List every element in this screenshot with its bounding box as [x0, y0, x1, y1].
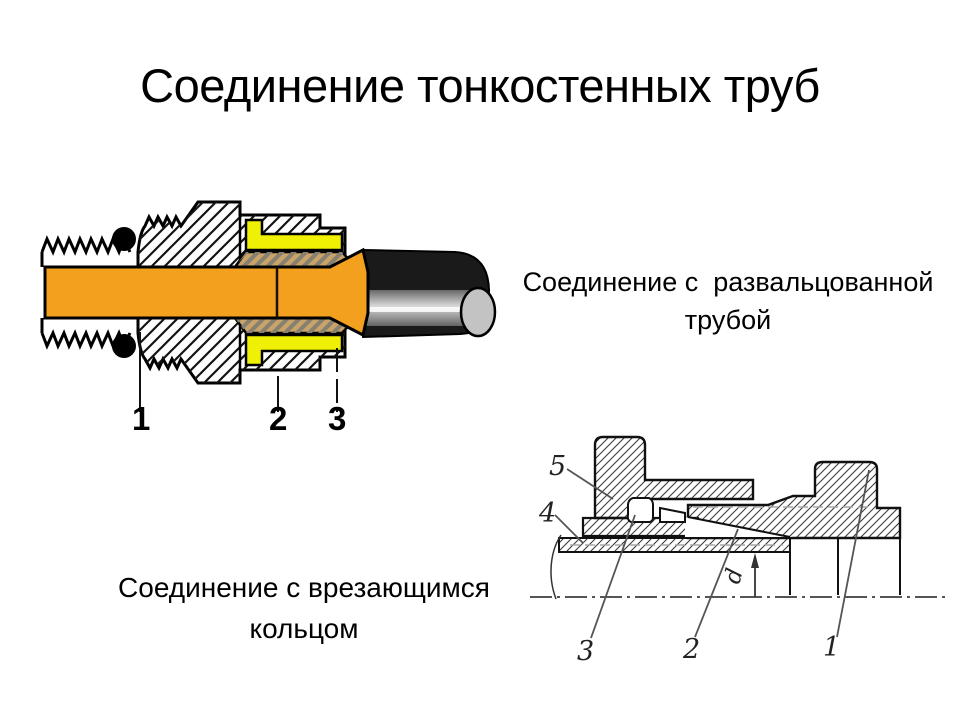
flare-sleeve — [232, 250, 359, 335]
page-title: Соединение тонкостенных труб — [140, 59, 820, 112]
leader-lines-2 — [554, 468, 870, 639]
flared-connection-diagram: 1 2 3 — [40, 200, 497, 437]
dimension-arrowhead — [751, 553, 759, 568]
flared-tube — [43, 247, 370, 338]
leader-4 — [554, 514, 584, 544]
bore-edges — [789, 538, 901, 595]
leader-lines — [139, 332, 338, 412]
part-label-5b: 5 — [549, 451, 566, 482]
hose-end-cap — [459, 286, 497, 338]
leader-3b — [590, 514, 636, 639]
part-label-1b: 1 — [823, 632, 840, 663]
part-label-3b: 3 — [577, 636, 594, 667]
cutting-caption: Соединение с врезающимся кольцом — [88, 567, 520, 649]
leader-2b — [694, 528, 739, 638]
fitting-body-2 — [686, 460, 902, 540]
part-label-3: 3 — [328, 400, 346, 437]
cutting-caption-line1: Соединение с врезающимся — [118, 572, 490, 603]
hose-highlight — [366, 307, 480, 312]
part-label-1: 1 — [132, 400, 150, 437]
flared-caption-line2: трубой — [684, 305, 772, 335]
dimension-label: d — [720, 566, 749, 587]
part-label-2: 2 — [269, 400, 287, 437]
flared-caption: Соединение с развальцованной трубой — [498, 263, 958, 339]
hose — [362, 248, 497, 339]
flared-caption-line1: Соединение с развальцованной — [522, 267, 934, 297]
leader-5 — [566, 468, 614, 500]
cutting-caption-line2: кольцом — [249, 613, 359, 644]
bore-cone-line — [687, 516, 791, 538]
o-ring-bottom — [112, 334, 136, 358]
o-ring-top — [112, 227, 136, 251]
nut-yellow-insert — [244, 218, 344, 367]
cutting-ring-diagram: d 5 4 3 2 1 — [530, 435, 950, 667]
part-label-4b: 4 — [538, 498, 556, 529]
dimension-d: d — [720, 553, 759, 597]
leader-1b — [836, 469, 870, 638]
hidden-lines — [570, 506, 873, 546]
break-line — [550, 534, 562, 600]
part-label-2b: 2 — [682, 634, 700, 665]
